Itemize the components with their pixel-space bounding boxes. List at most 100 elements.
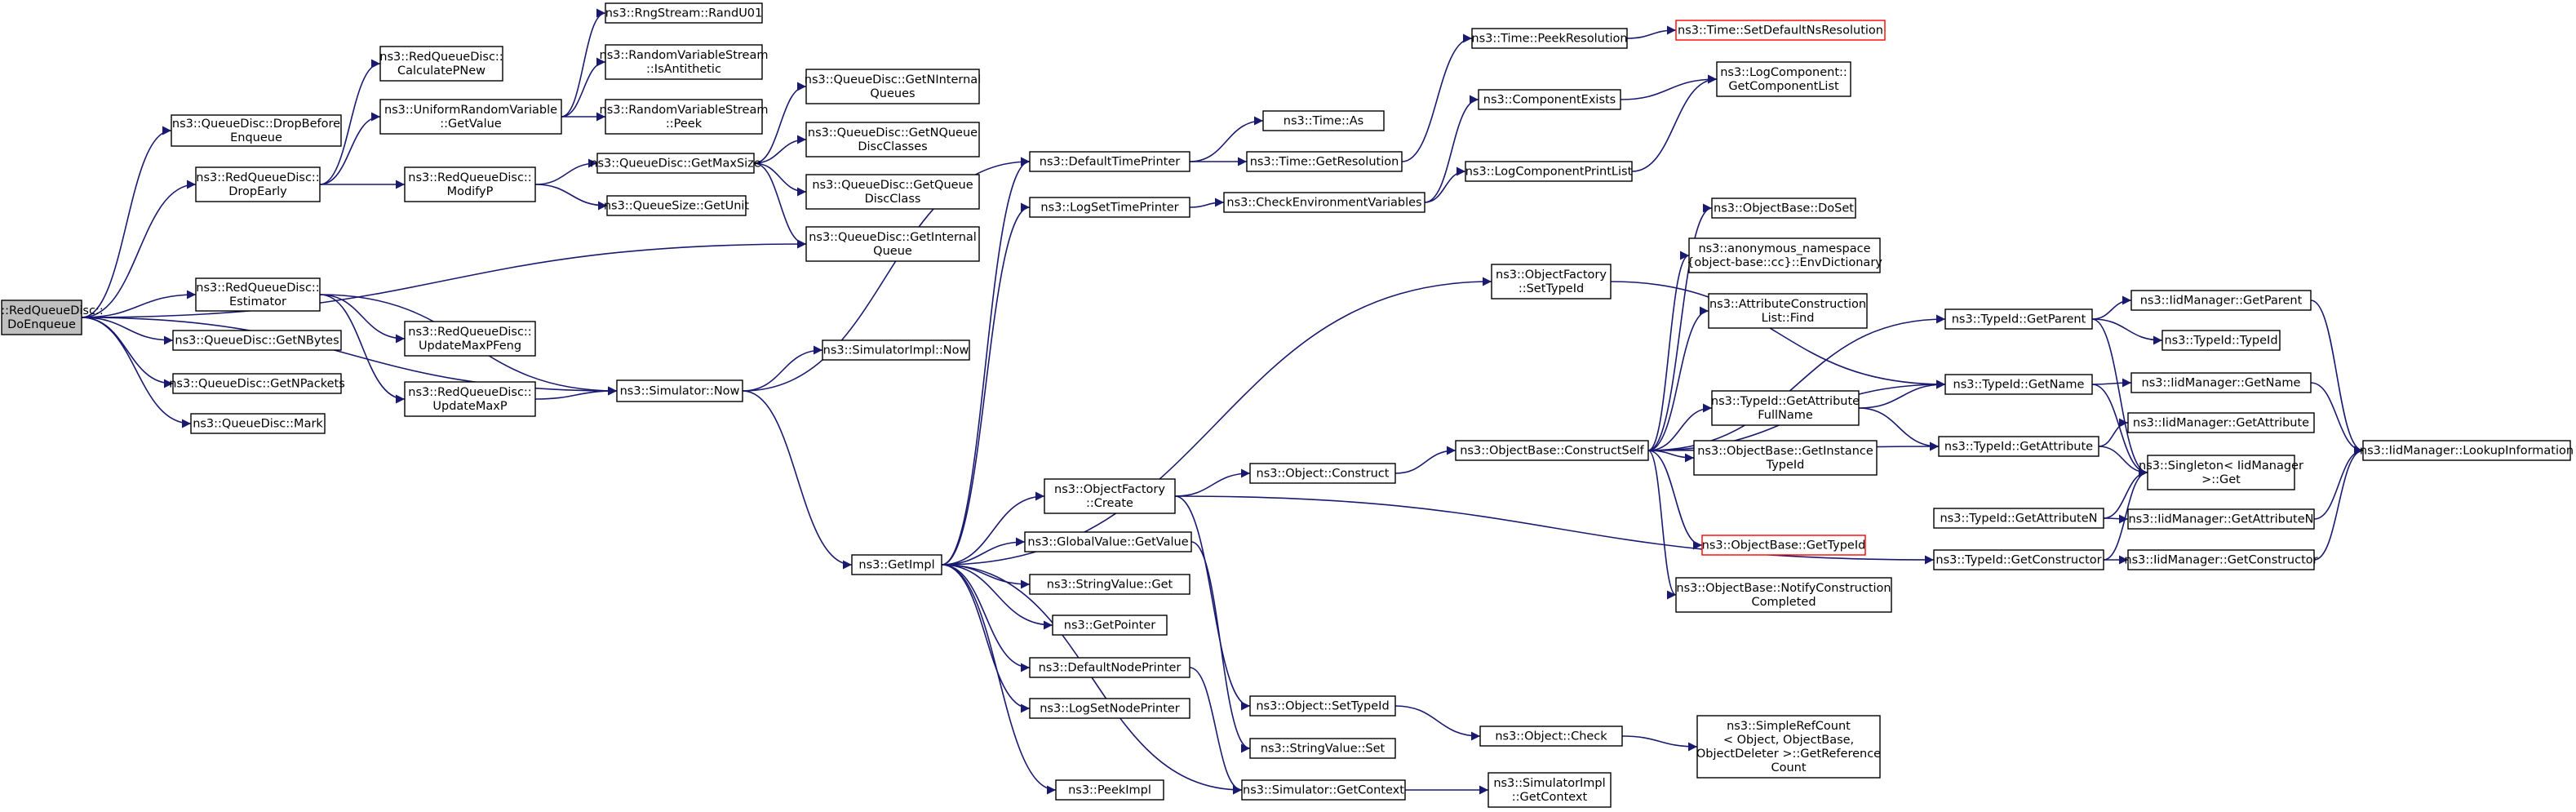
node-box-objectconstruct[interactable] — [1249, 463, 1396, 484]
node-getnbytes[interactable]: ns3::QueueDisc::GetNBytes — [172, 330, 342, 351]
node-box-typeidtypeid[interactable] — [2161, 330, 2281, 351]
node-box-logcomponentprintlist[interactable] — [1465, 161, 1633, 182]
node-getimpl[interactable]: ns3::GetImpl — [851, 554, 942, 575]
node-objectbasegettypeid[interactable]: ns3::ObjectBase::GetTypeId — [1701, 535, 1866, 556]
node-iidgetname[interactable]: ns3::IidManager::GetName — [2130, 372, 2312, 393]
node-box-estimator[interactable] — [195, 277, 321, 312]
node-iidgetparent[interactable]: ns3::IidManager::GetParent — [2130, 290, 2312, 311]
node-box-stringvalueset[interactable] — [1249, 738, 1396, 759]
node-getcomponentlist[interactable]: ns3::LogComponent::GetComponentList — [1716, 61, 1851, 97]
node-box-getimpl[interactable] — [851, 554, 942, 575]
node-uniformgetvalue[interactable]: ns3::UniformRandomVariable::GetValue — [379, 99, 562, 135]
node-box-getnpackets[interactable] — [172, 373, 342, 394]
node-box-simimplgetcontext[interactable] — [1488, 772, 1612, 808]
node-getunit[interactable]: ns3::QueueSize::GetUnit — [604, 195, 750, 216]
node-iidgetattribute[interactable]: ns3::IidManager::GetAttribute — [2127, 412, 2315, 433]
node-box-constructself[interactable] — [1455, 440, 1649, 461]
node-box-envdictionary[interactable] — [1688, 237, 1881, 273]
node-objectfactorysettypeid[interactable]: ns3::ObjectFactory::SetTypeId — [1491, 264, 1612, 300]
node-box-componentexists[interactable] — [1478, 89, 1621, 110]
node-box-getpointer[interactable] — [1052, 615, 1168, 636]
node-box-uniformgetvalue[interactable] — [379, 99, 562, 135]
node-doset[interactable]: ns3::ObjectBase::DoSet — [1711, 197, 1856, 219]
node-box-logsetnodeprinter[interactable] — [1029, 698, 1190, 719]
node-box-getcomponentlist[interactable] — [1716, 61, 1851, 97]
node-box-iidlookupinformation[interactable] — [2362, 440, 2571, 461]
node-modifyp[interactable]: ns3::RedQueueDisc::ModifyP — [404, 166, 536, 202]
node-box-singletonget[interactable] — [2147, 455, 2295, 490]
node-box-dropbeforeenqueue[interactable] — [171, 114, 342, 147]
node-iidgetconstructor[interactable]: ns3::IidManager::GetConstructor — [2124, 549, 2318, 570]
node-dropearly[interactable]: ns3::RedQueueDisc::DropEarly — [195, 166, 321, 202]
node-box-modifyp[interactable] — [404, 166, 536, 202]
node-box-typeidgetattribute[interactable] — [1938, 436, 2099, 457]
node-box-objectbasegettypeid[interactable] — [1701, 535, 1866, 556]
node-box-timepeekresolution[interactable] — [1471, 28, 1628, 49]
node-box-typeidgetparent[interactable] — [1944, 308, 2093, 330]
node-box-dropearly[interactable] — [195, 166, 321, 202]
node-box-typeidgetconstructor[interactable] — [1933, 549, 2104, 570]
node-box-updatemaxpfeng[interactable] — [404, 321, 536, 357]
node-box-objectcheck[interactable] — [1479, 725, 1623, 747]
node-objectsettypeid[interactable]: ns3::Object::SetTypeId — [1249, 695, 1396, 717]
node-logcomponentprintlist[interactable]: ns3::LogComponentPrintList — [1465, 161, 1633, 182]
node-box-timeas[interactable] — [1262, 110, 1385, 131]
node-box-objectsettypeid[interactable] — [1249, 695, 1396, 717]
node-stringvalueget[interactable]: ns3::StringValue::Get — [1029, 574, 1190, 595]
node-timepeekresolution[interactable]: ns3::Time::PeekResolution — [1471, 28, 1628, 49]
node-objectconstruct[interactable]: ns3::Object::Construct — [1249, 463, 1396, 484]
node-box-getattributefullname[interactable] — [1711, 390, 1860, 426]
node-box-getninternalqueues[interactable] — [805, 69, 980, 104]
node-simimplnow[interactable]: ns3::SimulatorImpl::Now — [822, 339, 970, 361]
node-box-calculatepnew[interactable] — [379, 46, 503, 82]
node-defaultnodeprinter[interactable]: ns3::DefaultNodePrinter — [1029, 657, 1190, 678]
node-box-stringvalueget[interactable] — [1029, 574, 1190, 595]
node-calculatepnew[interactable]: ns3::RedQueueDisc::CalculatePNew — [379, 46, 503, 82]
node-typeidgetname[interactable]: ns3::TypeId::GetName — [1944, 374, 2093, 395]
node-getnpackets[interactable]: ns3::QueueDisc::GetNPackets — [169, 373, 345, 394]
node-typeidgetconstructor[interactable]: ns3::TypeId::GetConstructor — [1933, 549, 2104, 570]
node-box-objectfactorysettypeid[interactable] — [1491, 264, 1612, 300]
node-timegetresolution[interactable]: ns3::Time::GetResolution — [1246, 151, 1403, 172]
node-randu01[interactable]: ns3::RngStream::RandU01 — [605, 2, 763, 24]
node-simulatornow[interactable]: ns3::Simulator::Now — [616, 379, 743, 402]
node-box-simplerefcountgetref[interactable] — [1696, 715, 1881, 779]
node-box-iidgetparent[interactable] — [2130, 290, 2312, 311]
node-box-attrconstructionlistfind[interactable] — [1708, 293, 1868, 329]
node-typeidtypeid[interactable]: ns3::TypeId::TypeId — [2161, 330, 2281, 351]
node-box-simimplnow[interactable] — [822, 339, 970, 361]
node-box-checkenvvars[interactable] — [1223, 192, 1425, 213]
node-componentexists[interactable]: ns3::ComponentExists — [1478, 89, 1621, 110]
node-stringvalueset[interactable]: ns3::StringValue::Set — [1249, 738, 1396, 759]
node-objectcheck[interactable]: ns3::Object::Check — [1479, 725, 1623, 747]
node-box-defaultnodeprinter[interactable] — [1029, 657, 1190, 678]
node-simimplgetcontext[interactable]: ns3::SimulatorImpl::GetContext — [1488, 772, 1612, 808]
node-peekimpl[interactable]: ns3::PeekImpl — [1055, 779, 1164, 801]
node-box-isantithetic[interactable] — [605, 44, 763, 80]
node-typeidgetattribute[interactable]: ns3::TypeId::GetAttribute — [1938, 436, 2099, 457]
node-box-doset[interactable] — [1711, 197, 1856, 219]
node-box-globalvaluegetvalue[interactable] — [1024, 531, 1192, 552]
node-updatemaxpfeng[interactable]: ns3::RedQueueDisc::UpdateMaxPFeng — [404, 321, 536, 357]
node-box-logsettimeprinter[interactable] — [1029, 197, 1190, 218]
node-updatemaxp[interactable]: ns3::RedQueueDisc::UpdateMaxP — [404, 381, 536, 417]
node-box-peek[interactable] — [605, 99, 763, 135]
node-box-getnbytes[interactable] — [172, 330, 342, 351]
node-envdictionary[interactable]: ns3::anonymous_namespace{object-base::cc… — [1687, 237, 1882, 273]
node-simplerefcountgetref[interactable]: ns3::SimpleRefCount< Object, ObjectBase,… — [1696, 715, 1881, 779]
node-isantithetic[interactable]: ns3::RandomVariableStream::IsAntithetic — [600, 44, 769, 80]
node-typeidgetparent[interactable]: ns3::TypeId::GetParent — [1944, 308, 2093, 330]
node-box-peekimpl[interactable] — [1055, 779, 1164, 801]
node-box-notifyconstructioncompleted[interactable] — [1675, 577, 1892, 613]
node-box-typeidgetname[interactable] — [1944, 374, 2093, 395]
node-box-iidgetattribute[interactable] — [2127, 412, 2315, 433]
node-box-getunit[interactable] — [606, 195, 747, 216]
node-constructself[interactable]: ns3::ObjectBase::ConstructSelf — [1455, 440, 1649, 461]
